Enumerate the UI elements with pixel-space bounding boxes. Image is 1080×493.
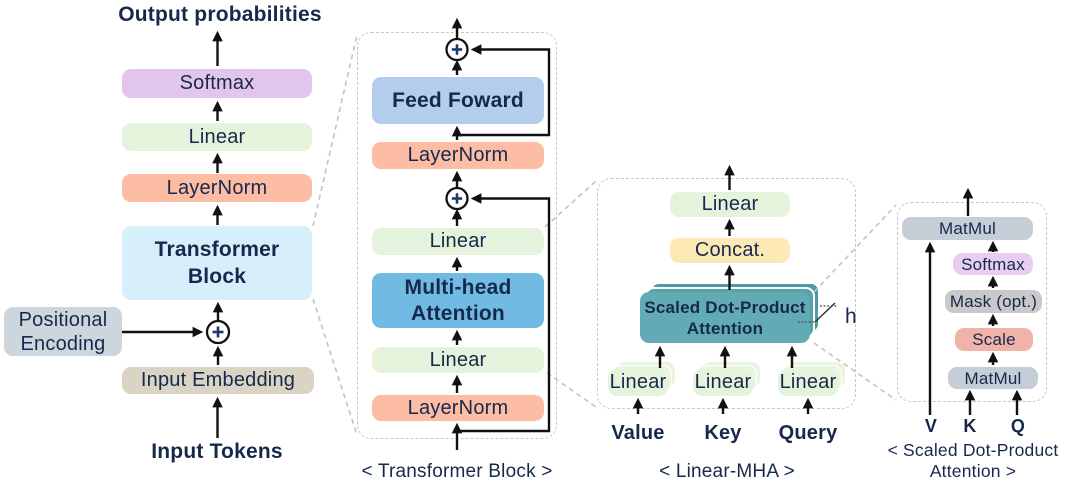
add-icon (205, 319, 231, 345)
key-linear-node: Linear (693, 369, 753, 396)
input-tokens-label: Input Tokens (151, 440, 283, 463)
sdpa-caption: < Scaled Dot-Product Attention > (887, 440, 1059, 481)
mask-node: Mask (opt.) (945, 290, 1042, 313)
layernorm-upper-node: LayerNorm (372, 142, 544, 169)
softmax-right-node: Softmax (953, 253, 1033, 275)
value-label: Value (611, 421, 665, 444)
k-label: K (963, 415, 977, 436)
linear-mha-caption: < Linear-MHA > (659, 461, 795, 482)
linear-out-node: Linear (670, 192, 790, 217)
sdpa-container (897, 202, 1047, 402)
multi-head-attention-node: Multi-head Attention (372, 273, 544, 328)
matmul-bottom-node: MatMul (948, 367, 1038, 389)
linear-lower-node: Linear (372, 347, 544, 373)
q-label: Q (1010, 415, 1026, 436)
heads-count-label: h (845, 305, 857, 328)
key-label: Key (704, 421, 742, 444)
concat-node: Concat. (670, 238, 790, 263)
positional-encoding-node: Positional Encoding (4, 307, 122, 356)
layernorm-node: LayerNorm (122, 174, 312, 202)
v-label: V (924, 415, 938, 436)
output-probabilities-label: Output probabilities (118, 3, 322, 26)
input-embedding-node: Input Embedding (122, 367, 314, 394)
scaled-dot-product-attention-node: Scaled Dot-Product Attention (640, 292, 810, 343)
linear-mha-container (597, 178, 856, 409)
transformer-block-caption: < Transformer Block > (361, 461, 553, 482)
scale-node: Scale (955, 328, 1033, 351)
linear-node: Linear (122, 123, 312, 151)
matmul-top-node: MatMul (902, 217, 1033, 240)
layernorm-lower-node: LayerNorm (372, 395, 544, 421)
query-linear-node: Linear (778, 369, 838, 396)
feed-forward-node: Feed Foward (372, 77, 544, 124)
transformer-block-node: Transformer Block (122, 226, 312, 300)
softmax-node: Softmax (122, 69, 312, 98)
value-linear-node: Linear (608, 369, 668, 396)
query-label: Query (778, 421, 838, 444)
linear-upper-node: Linear (372, 228, 544, 255)
